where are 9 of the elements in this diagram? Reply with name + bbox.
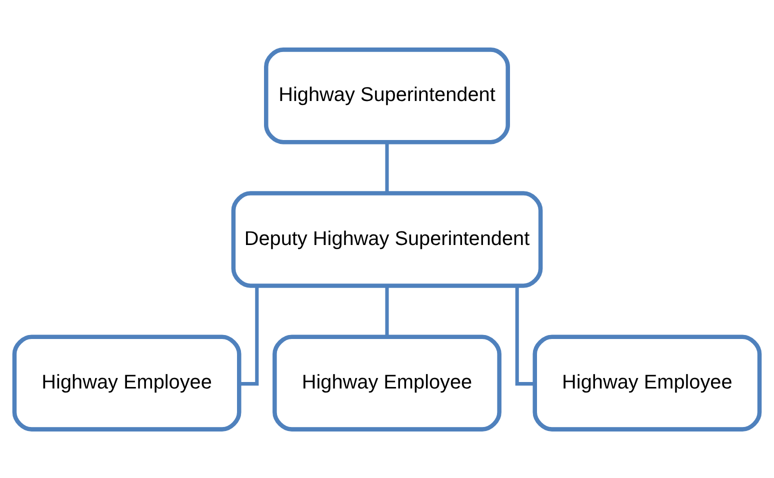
connector — [515, 285, 535, 386]
node-box: Deputy Highway Superintendent — [231, 190, 543, 288]
connector — [385, 142, 389, 192]
node-box: Highway Employee — [12, 334, 242, 431]
connector — [239, 285, 259, 386]
node-box: Highway Employee — [272, 334, 502, 431]
node-box: Highway Superintendent — [264, 47, 510, 144]
node-box: Highway Employee — [532, 334, 762, 431]
connector — [385, 285, 389, 336]
